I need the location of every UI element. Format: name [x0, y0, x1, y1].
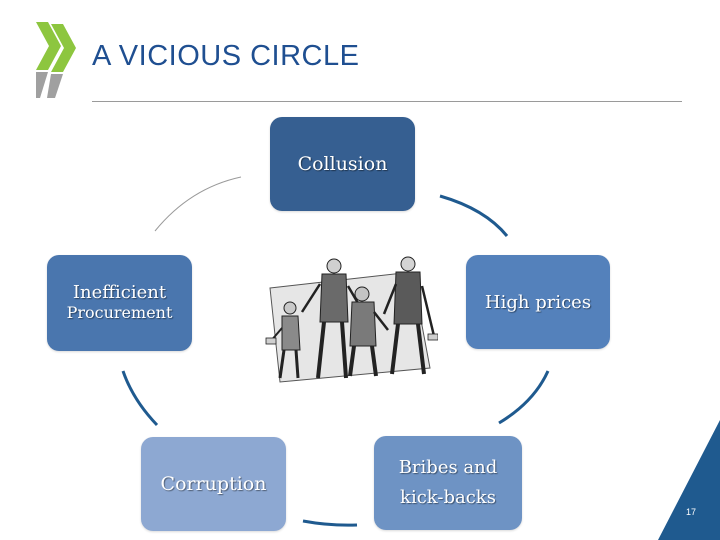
node-label-line2: Procurement [66, 303, 173, 322]
arc-highprices-to-bribes [498, 370, 550, 425]
corner-accent-shape [658, 420, 720, 540]
node-label-line2: kick-backs [400, 487, 496, 508]
arc-corruption-to-inefficient [121, 370, 159, 427]
cycle-node-inefficient-procurement: Inefficient Procurement [47, 255, 192, 351]
node-label-line1: Inefficient [72, 282, 167, 303]
oecd-logo-icon [36, 22, 76, 98]
node-label: High prices [484, 291, 592, 313]
arc-bribes-to-corruption [302, 519, 358, 527]
slide-title: A VICIOUS CIRCLE [92, 40, 360, 72]
node-label-line1: Bribes and [398, 457, 498, 478]
cycle-node-corruption: Corruption [141, 437, 286, 531]
cycle-node-bribes-kickbacks: Bribes and kick-backs [374, 436, 522, 530]
cycle-node-collusion: Collusion [270, 117, 415, 211]
slide-number: 17 [686, 507, 697, 517]
arc-collusion-to-highprices [439, 194, 509, 237]
cycle-node-high-prices: High prices [466, 255, 610, 349]
business-people-handshake-illustration [265, 256, 438, 383]
title-divider [92, 101, 682, 102]
node-label: Corruption [160, 473, 267, 495]
node-label: Collusion [297, 153, 388, 175]
arc-inefficient-to-collusion [154, 176, 242, 232]
